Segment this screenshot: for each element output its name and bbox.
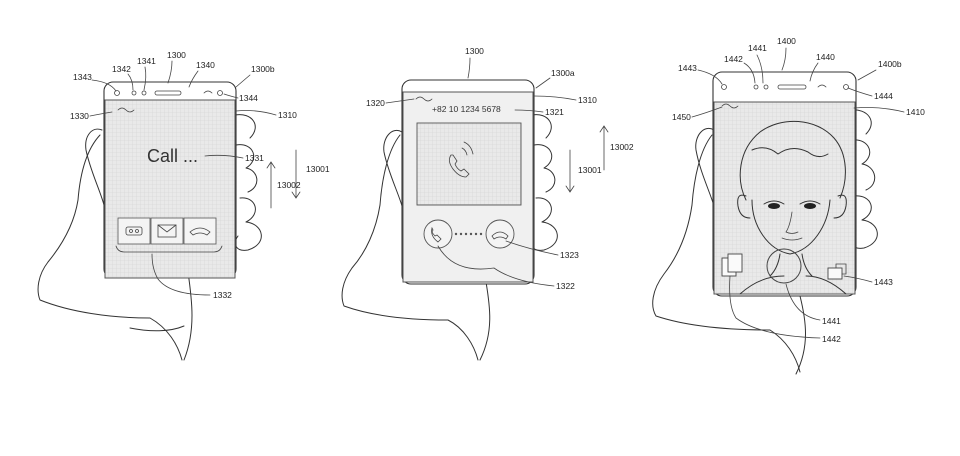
middle-hand-wrist (479, 281, 491, 361)
left-mail-button[interactable] (150, 217, 184, 245)
ref-label-1450: 1450 (672, 112, 691, 122)
ref-label-1323: 1323 (560, 250, 579, 260)
up-arrow-icon (266, 161, 276, 209)
right-hand-thumb (695, 128, 715, 207)
ref-label-1410: 1410 (906, 107, 925, 117)
swipe-dots (454, 232, 483, 236)
ref-label-1320: 1320 (366, 98, 385, 108)
middle-hand-fingers (530, 114, 558, 251)
ref-label-1331: 1331 (245, 153, 264, 163)
end-video-call-button[interactable] (766, 248, 802, 284)
middle-device-illustration: +82 10 1234 5678 1300 1300a 1320 1310 13… (341, 46, 634, 361)
left-hand-fingers (234, 114, 262, 251)
ref-label-1300b: 1300b (251, 64, 275, 74)
ref-label-1300: 1300 (167, 50, 186, 60)
phone-handset-icon (449, 154, 470, 178)
left-hand-wrist (129, 271, 193, 361)
ref-label-1300: 1300 (465, 46, 484, 56)
ref-label-13001: 13001 (306, 164, 330, 174)
left-device-illustration: Call ... 1300 1300b 1341 1342 1343 1340 … (37, 50, 330, 361)
left-sensor-icon (131, 90, 137, 96)
right-edge-wave-icon (721, 103, 739, 109)
ref-label-1341: 1341 (137, 56, 156, 66)
down-arrow-icon (291, 149, 301, 199)
decline-call-button[interactable] (485, 219, 515, 249)
phone-number-text: +82 10 1234 5678 (432, 104, 501, 114)
middle-edge-wave-icon (415, 96, 433, 102)
ref-label-1400: 1400 (777, 36, 796, 46)
decline-icon (491, 231, 509, 240)
left-edge-wave-icon (117, 107, 135, 113)
right-sensor-icon (721, 84, 727, 90)
ref-label-1440: 1440 (816, 52, 835, 62)
ref-label-1330: 1330 (70, 111, 89, 121)
up-arrow-icon (599, 125, 609, 171)
left-speaker-slot (154, 90, 182, 96)
right-edge-wave-icon (817, 84, 827, 88)
ref-label-1342: 1342 (112, 64, 131, 74)
ref-label-13001: 13001 (578, 165, 602, 175)
ref-label-1443: 1443 (874, 277, 893, 287)
ref-label-1340: 1340 (196, 60, 215, 70)
middle-hand-palm (341, 134, 479, 361)
ref-label-1441: 1441 (748, 43, 767, 53)
ref-label-1344: 1344 (239, 93, 258, 103)
ref-label-1332: 1332 (213, 290, 232, 300)
ref-label-13002: 13002 (277, 180, 301, 190)
ref-label-1310: 1310 (278, 110, 297, 120)
ref-label-1300a: 1300a (551, 68, 575, 78)
left-camera-icon (217, 90, 223, 96)
right-hand-palm (652, 134, 801, 373)
ref-label-1443: 1443 (678, 63, 697, 73)
voicemail-icon (125, 226, 143, 236)
right-sensor-icon (753, 84, 759, 90)
left-sensor-icon (141, 90, 147, 96)
down-arrow-icon (565, 149, 575, 193)
middle-hand-thumb (383, 130, 403, 207)
left-hangup-button[interactable] (183, 217, 217, 245)
ref-label-1321: 1321 (545, 107, 564, 117)
ref-label-1442: 1442 (822, 334, 841, 344)
ref-label-1310: 1310 (578, 95, 597, 105)
answer-icon (431, 226, 442, 243)
phone-hangup-icon (189, 227, 211, 236)
envelope-icon (157, 224, 177, 238)
ref-label-1400b: 1400b (878, 59, 902, 69)
ref-label-1444: 1444 (874, 91, 893, 101)
left-call-text: Call ... (147, 146, 198, 166)
left-device-screen (104, 99, 236, 279)
right-sensor-icon (763, 84, 769, 90)
video-caller-face (737, 120, 847, 295)
left-hand-palm (37, 134, 183, 361)
right-camera-icon (843, 84, 849, 90)
ref-label-1343: 1343 (73, 72, 92, 82)
left-message-button[interactable] (117, 217, 151, 245)
ref-label-1322: 1322 (556, 281, 575, 291)
ref-label-1442: 1442 (724, 54, 743, 64)
right-hand-wrist (795, 295, 806, 375)
answer-call-button[interactable] (423, 219, 453, 249)
right-device-illustration: 1400 1400b 1441 1442 1443 1440 1444 1450… (652, 36, 925, 375)
left-hand-thumb (85, 128, 105, 206)
caller-image-frame (416, 122, 522, 206)
right-speaker-slot (777, 84, 807, 90)
left-sensor-icon (114, 90, 120, 96)
ref-label-1441: 1441 (822, 316, 841, 326)
ref-label-13002: 13002 (610, 142, 634, 152)
left-edge-wave-icon (203, 90, 213, 94)
camera-toggle-button[interactable] (827, 267, 843, 280)
